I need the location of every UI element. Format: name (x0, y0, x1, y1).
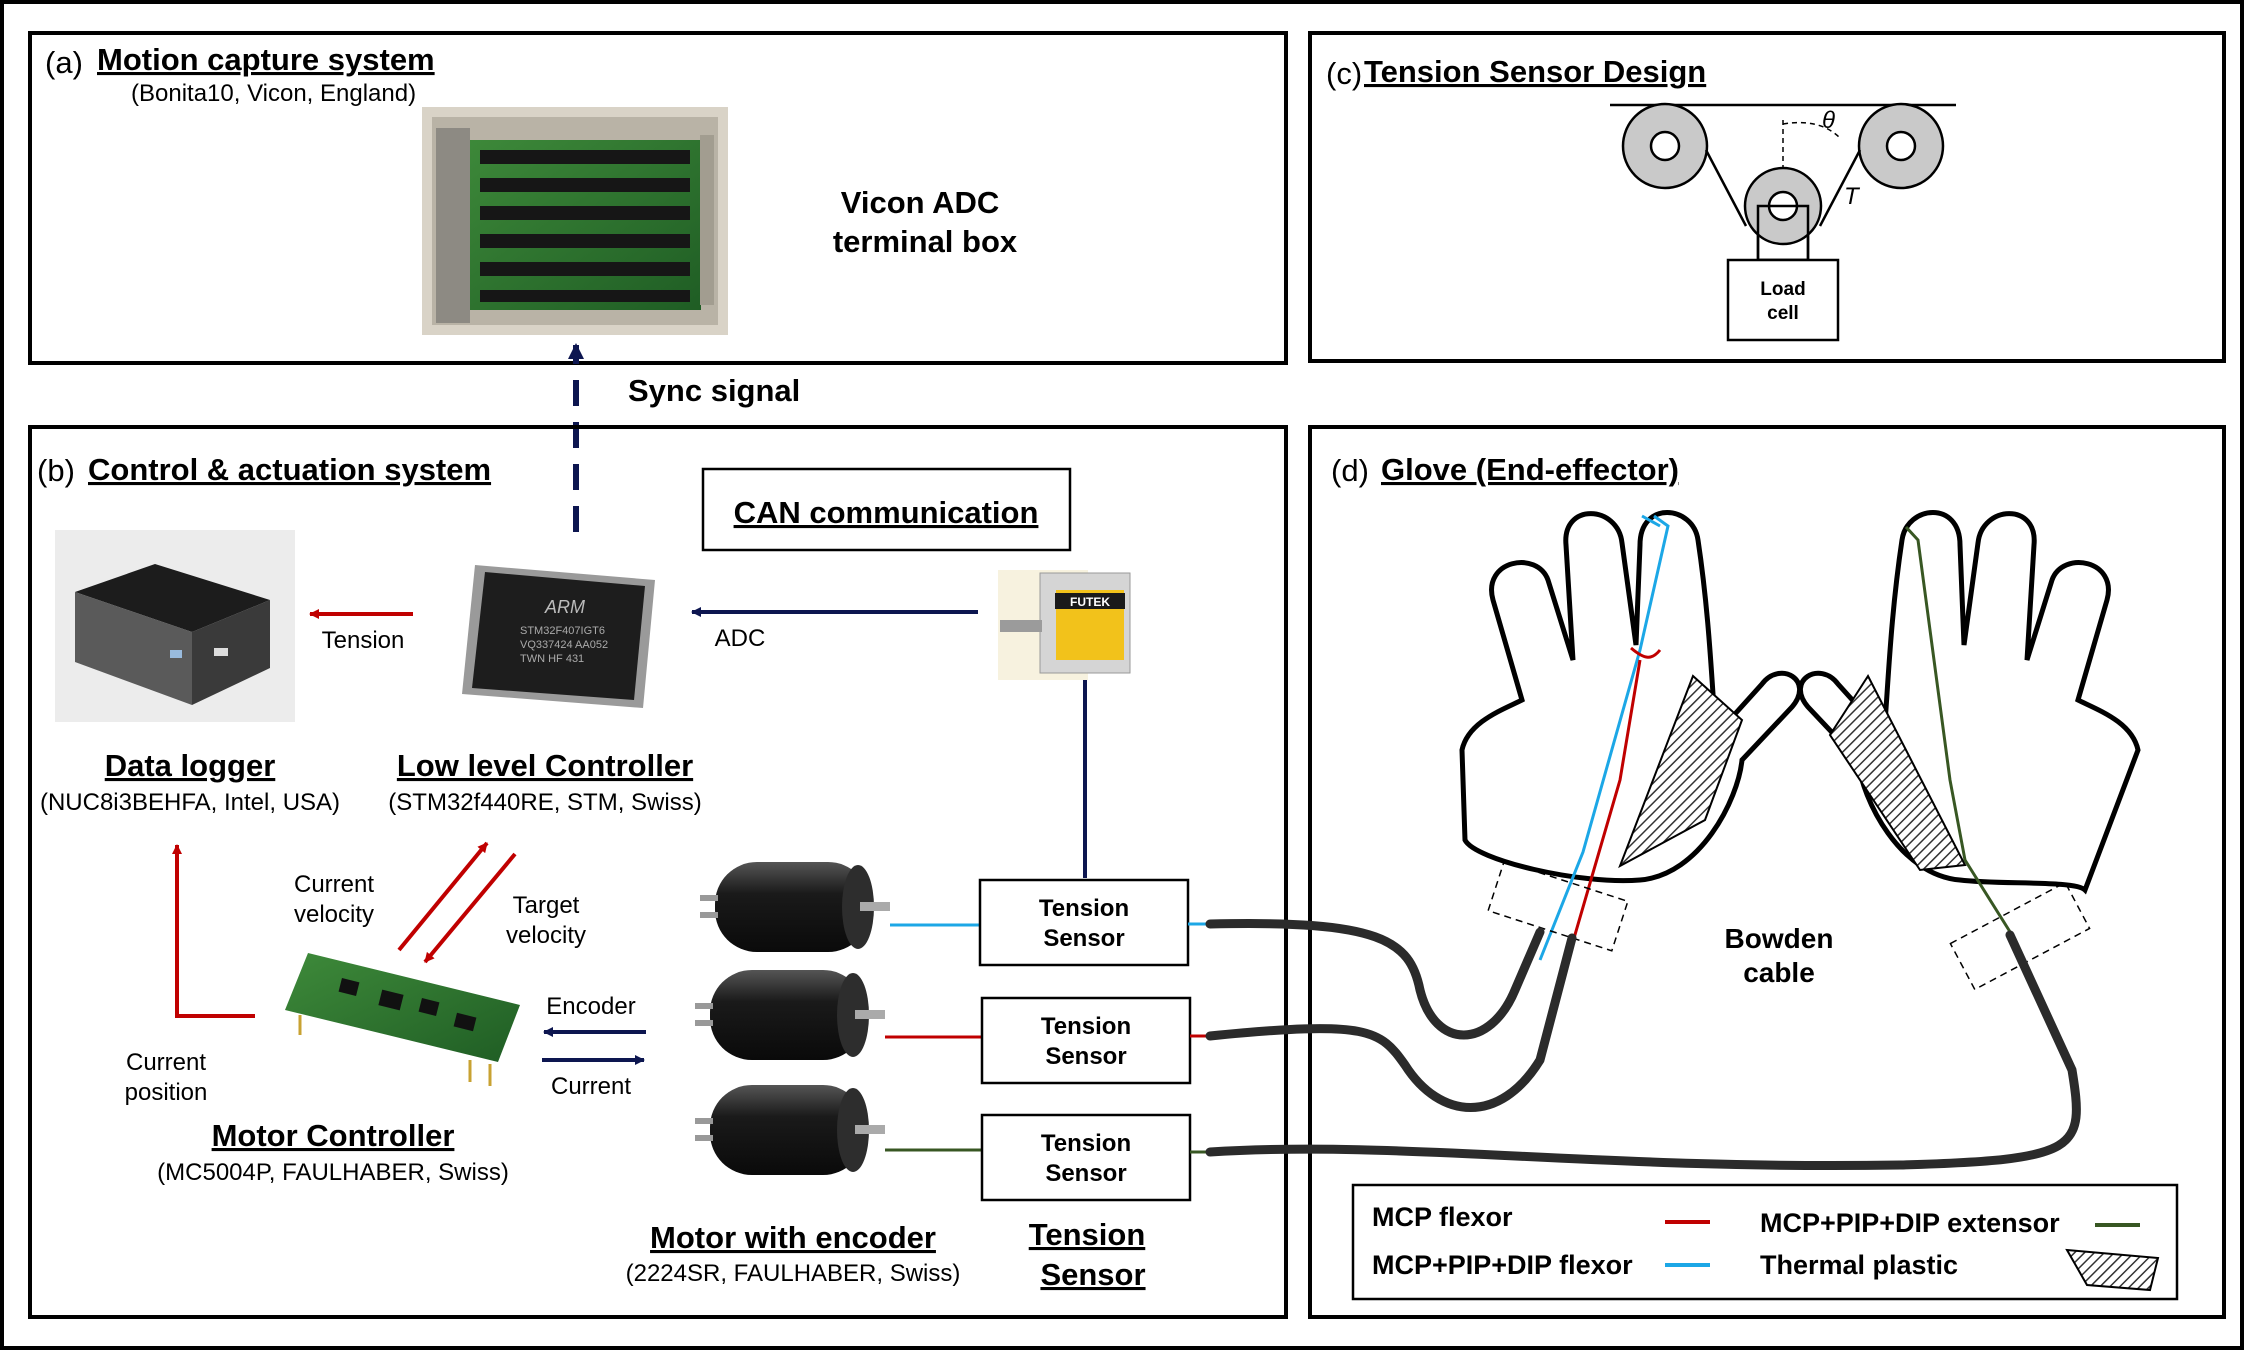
tension-arrow-label: Tension (322, 627, 405, 654)
panel-a-letter: (a) (45, 45, 83, 80)
target-velocity-arrow (423, 852, 517, 964)
data-logger-title: Data logger (105, 748, 276, 783)
motor-title: Motor with encoder (650, 1220, 936, 1255)
tension-sensor-title-line2: Sensor (1040, 1257, 1145, 1292)
chip-text-line4: TWN HF 431 (520, 653, 584, 665)
can-communication-label: CAN communication (734, 495, 1039, 530)
motor-2 (695, 970, 885, 1060)
panel-a-frame (28, 31, 1288, 365)
left-hand-red-tendon (1570, 646, 1662, 946)
panel-a-title: Motion capture system (97, 42, 435, 77)
panel-b-frame (28, 425, 1288, 1319)
motor-subtitle: (2224SR, FAULHABER, Swiss) (626, 1260, 961, 1287)
vicon-adc-label-line1: Vicon ADC (841, 185, 999, 220)
tension-sensor-box-3-line1: Tension (1041, 1130, 1131, 1157)
panel-a-subtitle: (Bonita10, Vicon, England) (131, 80, 416, 107)
legend: MCP flexor MCP+PIP+DIP extensor MCP+PIP+… (1351, 1183, 2179, 1301)
tension-sensor-title-line1: Tension (1029, 1217, 1146, 1252)
target-velocity-label-line2: velocity (506, 922, 586, 949)
legend-label-flexor: MCP+PIP+DIP flexor (1372, 1250, 1633, 1280)
target-velocity-label-line1: Target (513, 892, 580, 919)
tension-sensor-box-1-line2: Sensor (1043, 925, 1124, 952)
panel-c-frame (1308, 31, 2226, 363)
panel-d-frame (1308, 425, 2226, 1319)
controller-subtitle: (STM32f440RE, STM, Swiss) (388, 789, 701, 816)
left-bowden-anchor (1487, 860, 1629, 952)
tension-sensor-design-drawing (1610, 102, 1956, 342)
current-velocity-label-line2: velocity (294, 901, 374, 928)
bowden-cable-2 (1205, 933, 1577, 1112)
theta-symbol: θ (1822, 107, 1835, 134)
can-communication-box (701, 467, 1072, 552)
tension-sensor-box-3 (980, 1113, 1192, 1202)
tension-sensor-box-2-line1: Tension (1041, 1013, 1131, 1040)
futek-text: FUTEK (1070, 595, 1110, 609)
futek-load-cell-image (998, 570, 1131, 680)
panel-b-title: Control & actuation system (88, 452, 491, 487)
current-velocity-label-line1: Current (294, 871, 374, 898)
left-hand-outline (1459, 510, 1802, 884)
load-cell-label-line1: Load (1760, 279, 1805, 300)
legend-swatch-hatched (2065, 1248, 2160, 1292)
current-position-label-line1: Current (126, 1049, 206, 1076)
right-hand-thermal-plastic (1828, 674, 1967, 872)
tension-symbol: T (1844, 183, 1861, 210)
motor-controller-board (285, 953, 520, 1086)
tension-sensor-box-2-line2: Sensor (1045, 1043, 1126, 1070)
data-logger-subtitle: (NUC8i3BEHFA, Intel, USA) (40, 789, 340, 816)
chip-text-line3: VQ337424 AA052 (520, 639, 608, 651)
arm-controller-chip (462, 565, 655, 708)
panel-d-title: Glove (End-effector) (1381, 452, 1679, 487)
tension-sensor-box-3-line2: Sensor (1045, 1160, 1126, 1187)
legend-label-mcp-flexor: MCP flexor (1372, 1202, 1513, 1232)
data-logger-image (55, 530, 295, 722)
vicon-adc-label-line2: terminal box (833, 224, 1018, 259)
right-bowden-anchor (1949, 881, 2091, 991)
panel-c-letter: (c) (1326, 56, 1362, 91)
panel-b-letter: (b) (37, 453, 75, 488)
motor-1 (700, 862, 890, 952)
bowden-cable-label-line2: cable (1743, 957, 1815, 988)
legend-label-thermal-plastic: Thermal plastic (1760, 1250, 1958, 1280)
bowden-cable-label-line1: Bowden (1725, 923, 1834, 954)
current-position-arrow (172, 844, 255, 1018)
sync-signal-label: Sync signal (628, 373, 800, 408)
left-hand-thermal-plastic (1618, 674, 1744, 869)
chip-text-line1: ARM (544, 597, 585, 617)
panel-d-letter: (d) (1331, 453, 1369, 488)
vicon-adc-terminal-box (422, 107, 728, 335)
motor-controller-subtitle: (MC5004P, FAULHABER, Swiss) (157, 1159, 509, 1186)
motor-3 (695, 1085, 885, 1175)
encoder-arrow-label: Encoder (546, 993, 635, 1020)
bowden-cable-3 (1205, 930, 2081, 1171)
tension-sensor-box-1 (978, 878, 1190, 967)
current-position-label-line2: position (125, 1079, 208, 1106)
chip-text-line2: STM32F407IGT6 (520, 625, 605, 637)
panel-c-title: Tension Sensor Design (1364, 54, 1706, 89)
adc-arrow-label: ADC (715, 625, 766, 652)
right-hand-green-tendon (1904, 525, 2014, 936)
tension-sensor-box-2 (980, 996, 1192, 1085)
left-hand-blue-tendon (1538, 514, 1670, 961)
load-cell-label-line2: cell (1767, 303, 1799, 324)
current-velocity-arrow (397, 841, 489, 952)
legend-label-extensor: MCP+PIP+DIP extensor (1760, 1208, 2060, 1238)
bowden-cable-1 (1205, 919, 1545, 1040)
current-arrow-label: Current (551, 1073, 631, 1100)
tension-sensor-box-1-line1: Tension (1039, 895, 1129, 922)
motor-controller-title: Motor Controller (212, 1118, 455, 1153)
controller-title: Low level Controller (397, 748, 693, 783)
